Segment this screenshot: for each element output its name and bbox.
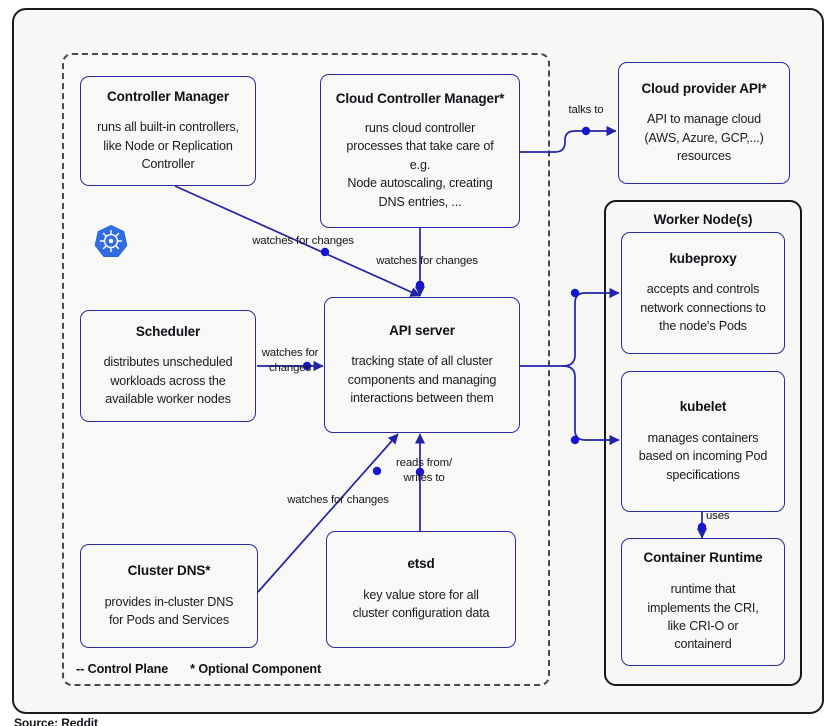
box-cloud-controller-manager[interactable]: Cloud Controller Manager* runs cloud con… bbox=[320, 74, 520, 228]
cluster-dns-desc: provides in-cluster DNS for Pods and Ser… bbox=[104, 594, 234, 627]
container-runtime-desc: runtime that implements the CRI, like CR… bbox=[647, 582, 759, 652]
edge-label-talks-to: talks to bbox=[568, 104, 604, 116]
source-note: Source: Reddit bbox=[14, 716, 98, 726]
legend: -- Control Plane * Optional Component bbox=[76, 662, 321, 676]
kubelet-title: kubelet bbox=[679, 399, 727, 414]
box-api-server[interactable]: API server tracking state of all cluster… bbox=[324, 297, 520, 433]
kubelet-desc: manages containers based on incoming Pod… bbox=[638, 430, 768, 482]
edge-label-cluster-dns-watches: watches for changes bbox=[287, 494, 389, 506]
kubeproxy-desc: accepts and controls network connections… bbox=[640, 282, 766, 334]
box-cluster-dns[interactable]: Cluster DNS* provides in-cluster DNS for… bbox=[80, 544, 258, 648]
api-server-desc: tracking state of all cluster components… bbox=[347, 354, 497, 406]
edge-label-scheduler-watches: watches for changes bbox=[261, 347, 319, 374]
box-controller-manager[interactable]: Controller Manager runs all built-in con… bbox=[80, 76, 256, 186]
api-server-title: API server bbox=[389, 322, 455, 338]
box-cloud-provider-api[interactable]: Cloud provider API* API to manage cloud … bbox=[618, 62, 790, 184]
etcd-title: etsd bbox=[407, 556, 435, 572]
kubeproxy-title: kubeproxy bbox=[669, 250, 737, 266]
cloud-controller-manager-desc: runs cloud controller processes that tak… bbox=[346, 121, 494, 209]
cloud-provider-api-title: Cloud provider API* bbox=[641, 80, 767, 96]
cloud-provider-api-desc: API to manage cloud (AWS, Azure, GCP,...… bbox=[644, 112, 764, 164]
box-kubelet[interactable]: kubelet manages containers based on inco… bbox=[621, 371, 785, 512]
legend-control-plane: -- Control Plane bbox=[76, 662, 169, 676]
worker-node-title: Worker Node(s) bbox=[653, 212, 753, 227]
etcd-desc: key value store for all cluster configur… bbox=[352, 588, 490, 621]
legend-optional-component: * Optional Component bbox=[190, 662, 322, 676]
container-runtime-title: Container Runtime bbox=[643, 550, 763, 566]
cloud-controller-manager-title: Cloud Controller Manager* bbox=[335, 91, 505, 107]
kubernetes-logo bbox=[94, 224, 128, 258]
edge-label-controller-manager-watches: watches for changes bbox=[252, 235, 354, 247]
box-scheduler[interactable]: Scheduler distributes unscheduled worklo… bbox=[80, 310, 256, 422]
cluster-dns-title: Cluster DNS* bbox=[127, 562, 211, 578]
edge-label-ccm-watches: watches for changes bbox=[376, 255, 478, 267]
box-kubeproxy[interactable]: kubeproxy accepts and controls network c… bbox=[621, 232, 785, 354]
controller-manager-title: Controller Manager bbox=[107, 88, 229, 104]
box-etcd[interactable]: etsd key value store for all cluster con… bbox=[326, 531, 516, 648]
edge-label-kubelet-uses: uses bbox=[706, 510, 730, 522]
controller-manager-desc: runs all built-in controllers, like Node… bbox=[97, 120, 239, 172]
edge-label-etcd-reads-writes: reads from/ writes to bbox=[396, 457, 452, 484]
scheduler-desc: distributes unscheduled workloads across… bbox=[103, 355, 233, 407]
scheduler-title: Scheduler bbox=[135, 323, 201, 339]
box-container-runtime[interactable]: Container Runtime runtime that implement… bbox=[621, 538, 785, 666]
